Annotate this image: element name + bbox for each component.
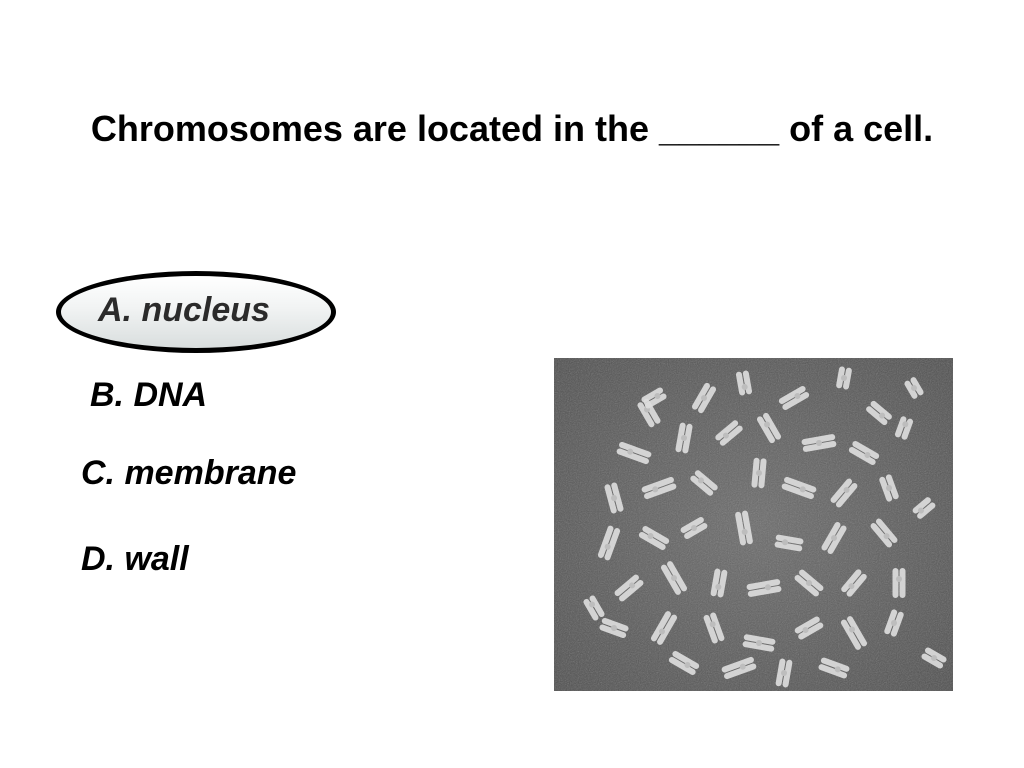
chromosome-shape	[912, 497, 936, 519]
chromosome-shape	[879, 474, 899, 502]
chromosome-shape	[638, 525, 670, 551]
chromosome-shape	[641, 387, 667, 409]
chromosome-shape	[904, 377, 924, 399]
chromosome-shape	[884, 609, 904, 637]
chromosome-shape	[703, 612, 725, 644]
chromosome-shape	[616, 441, 652, 465]
chromosome-shape	[721, 656, 757, 680]
chromosome-shape	[892, 568, 906, 598]
chromosome-shape	[599, 617, 629, 639]
chromosome-shape	[848, 440, 880, 466]
chromosome-shape	[604, 482, 624, 514]
chromosome-shape	[751, 457, 767, 489]
chromosome-shape	[660, 561, 688, 595]
chromosome-shape	[735, 510, 753, 546]
chromosome-micrograph	[554, 358, 953, 691]
chromosome-shape	[775, 658, 793, 688]
chromosome-shape	[735, 370, 753, 396]
chromosome-shape	[821, 521, 847, 555]
chromosome-shape	[841, 569, 867, 597]
chromosome-shape	[650, 611, 678, 645]
chromosome-shape	[668, 650, 700, 676]
chromosome-shape	[778, 385, 810, 411]
chromosome-shape	[894, 416, 914, 440]
chromosome-shape	[870, 518, 898, 548]
chromosome-shape	[866, 400, 892, 426]
chromosome-shape	[794, 569, 824, 597]
highlight-oval	[56, 271, 336, 353]
chromosome-shape	[836, 366, 852, 390]
chromosome-shape	[774, 534, 804, 552]
option-a[interactable]: A. nucleus	[98, 291, 270, 329]
chromosome-shape	[583, 595, 605, 621]
question-text: Chromosomes are located in the ______ of…	[90, 108, 934, 149]
chromosome-shape	[746, 579, 782, 597]
chromosome-shape	[801, 434, 837, 452]
option-c[interactable]: C. membrane	[81, 454, 297, 492]
chromosome-shape	[830, 478, 858, 508]
chromosome-shape	[781, 476, 817, 500]
chromosome-shape	[675, 422, 693, 454]
chromosome-shape	[756, 412, 782, 444]
chromosome-shape	[794, 616, 824, 640]
chromosome-shape	[641, 476, 677, 500]
option-b[interactable]: B. DNA	[90, 376, 208, 414]
option-d[interactable]: D. wall	[81, 540, 189, 578]
chromosome-group	[583, 366, 947, 688]
chromosome-shape	[710, 568, 728, 598]
chromosome-shape	[597, 525, 621, 561]
chromosome-shape	[921, 647, 947, 669]
chromosome-shape	[840, 616, 868, 650]
chromosome-shape	[742, 634, 776, 652]
chromosome-shape	[614, 574, 644, 602]
chromosome-shape	[715, 420, 743, 446]
chromosome-shape	[680, 516, 708, 540]
chromosome-shape	[818, 657, 850, 679]
chromosome-shape	[691, 382, 717, 414]
chromosome-shape	[690, 470, 718, 496]
